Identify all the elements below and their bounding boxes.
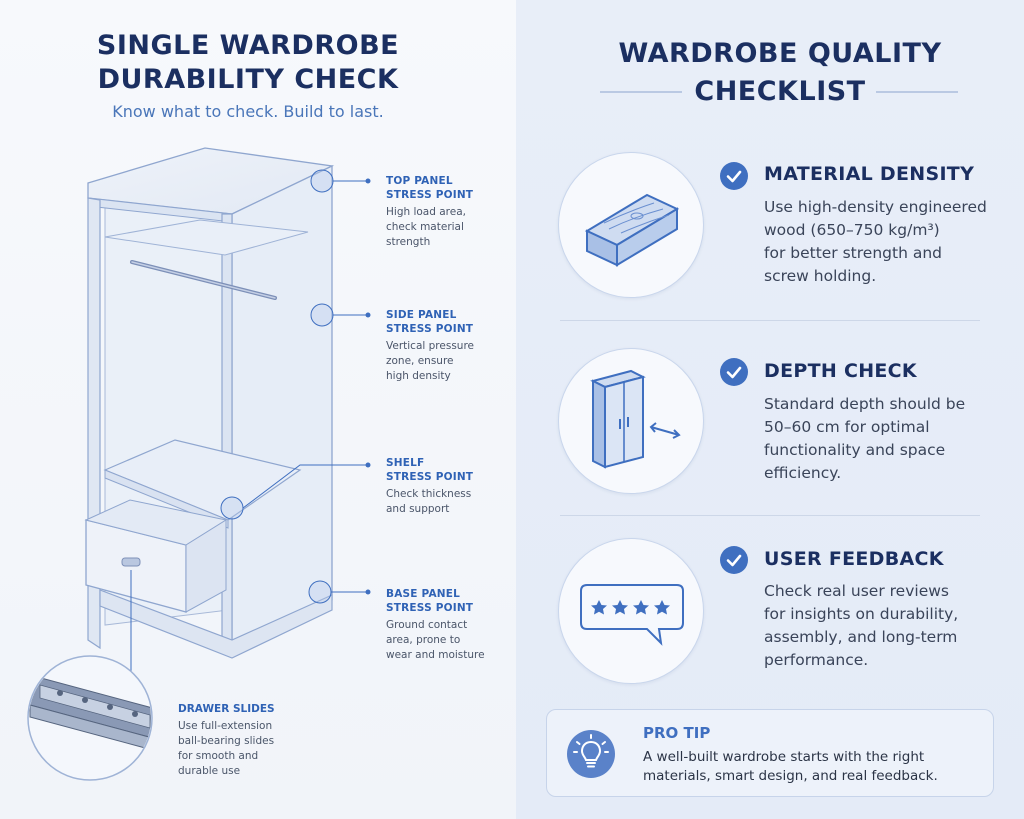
right-title-line-2: CHECKLIST [694,76,866,107]
callout-title: SIDE PANEL [386,309,457,321]
check-icon [720,546,748,574]
check-icon [720,358,748,386]
item-desc-line: wood (650–750 kg/m³) [764,221,940,239]
lightbulb-icon [567,730,615,778]
item-desc-line: efficiency. [764,464,842,482]
callout-base-panel: BASE PANEL STRESS POINT Ground contact a… [386,587,506,663]
callout-title: BASE PANEL [386,588,461,600]
callout-title: STRESS POINT [386,471,474,483]
callout-desc: Use full-extension ball-bearing slides f… [178,719,298,779]
right-title-line-1: WARDROBE QUALITY [618,38,942,69]
pro-tip-line: materials, smart design, and real feedba… [643,768,938,784]
callout-title: STRESS POINT [386,189,474,201]
item-desc-line: functionality and space [764,441,946,459]
pro-tip-title: PRO TIP [643,724,711,742]
callout-title: DRAWER SLIDES [178,703,275,715]
item-title-material-density: MATERIAL DENSITY [764,163,975,185]
callout-title: SHELF [386,457,425,469]
callout-desc-line: and support [386,503,450,515]
item-desc-line: Check real user reviews [764,582,949,600]
callout-desc-line: Vertical pressure [386,340,474,352]
callout-desc-line: high density [386,370,451,382]
callout-desc-line: check material [386,221,464,233]
pro-tip-box: PRO TIP A well-built wardrobe starts wit… [546,709,994,797]
left-subtitle: Know what to check. Build to last. [112,102,384,121]
item-title-depth-check: DEPTH CHECK [764,360,917,382]
callout-drawer-slides: DRAWER SLIDES Use full-extension ball-be… [178,702,298,779]
callout-title: STRESS POINT [386,323,474,335]
callout-desc-line: High load area, [386,206,467,218]
callout-desc: Vertical pressure zone, ensure high dens… [386,339,506,384]
callout-desc-line: strength [386,236,431,248]
item-desc-line: Standard depth should be [764,395,966,413]
item-desc-line: 50–60 cm for optimal [764,418,930,436]
callout-desc-line: for smooth and [178,750,259,762]
callout-shelf: SHELF STRESS POINT Check thickness and s… [386,456,506,517]
item-desc-line: screw holding. [764,267,877,285]
review-stars-icon [558,538,704,684]
callout-side-panel: SIDE PANEL STRESS POINT Vertical pressur… [386,308,506,384]
item-desc-line: Use high-density engineered [764,198,987,216]
item-desc-line: for better strength and [764,244,942,262]
callout-desc-line: zone, ensure [386,355,454,367]
callout-desc-line: wear and moisture [386,649,485,661]
item-desc-line: performance. [764,651,869,669]
callout-desc-line: durable use [178,765,241,777]
wood-plank-icon [558,152,704,298]
wardrobe-sketch [27,147,371,781]
item-desc-user-feedback: Check real user reviews for insights on … [764,580,1000,672]
check-icon [720,162,748,190]
item-desc-line: for insights on durability, [764,605,959,623]
callout-desc: Check thickness and support [386,487,506,517]
callout-desc: High load area, check material strength [386,205,506,250]
item-desc-depth-check: Standard depth should be 50–60 cm for op… [764,393,1000,485]
callout-top-panel: TOP PANEL STRESS POINT High load area, c… [386,174,506,250]
drawer-slide-magnifier [27,655,153,781]
callout-desc-line: Use full-extension [178,720,273,732]
item-title-user-feedback: USER FEEDBACK [764,548,944,570]
pro-tip-line: A well-built wardrobe starts with the ri… [643,749,925,765]
divider [560,320,980,321]
callout-desc-line: Check thickness [386,488,472,500]
callout-desc: Ground contact area, prone to wear and m… [386,618,506,663]
item-desc-line: assembly, and long-term [764,628,958,646]
wardrobe-depth-icon [558,348,704,494]
pro-tip-text: A well-built wardrobe starts with the ri… [643,748,983,786]
callout-desc-line: ball-bearing slides [178,735,275,747]
item-desc-material-density: Use high-density engineered wood (650–75… [764,196,1000,288]
base-panel [99,589,333,659]
left-title-line-1: SINGLE WARDROBE [96,30,400,61]
callout-title: TOP PANEL [386,175,453,187]
left-title-line-2: DURABILITY CHECK [97,64,399,95]
callout-desc-line: area, prone to [386,634,461,646]
callout-desc-line: Ground contact [386,619,468,631]
divider [560,515,980,516]
callout-title: STRESS POINT [386,602,474,614]
